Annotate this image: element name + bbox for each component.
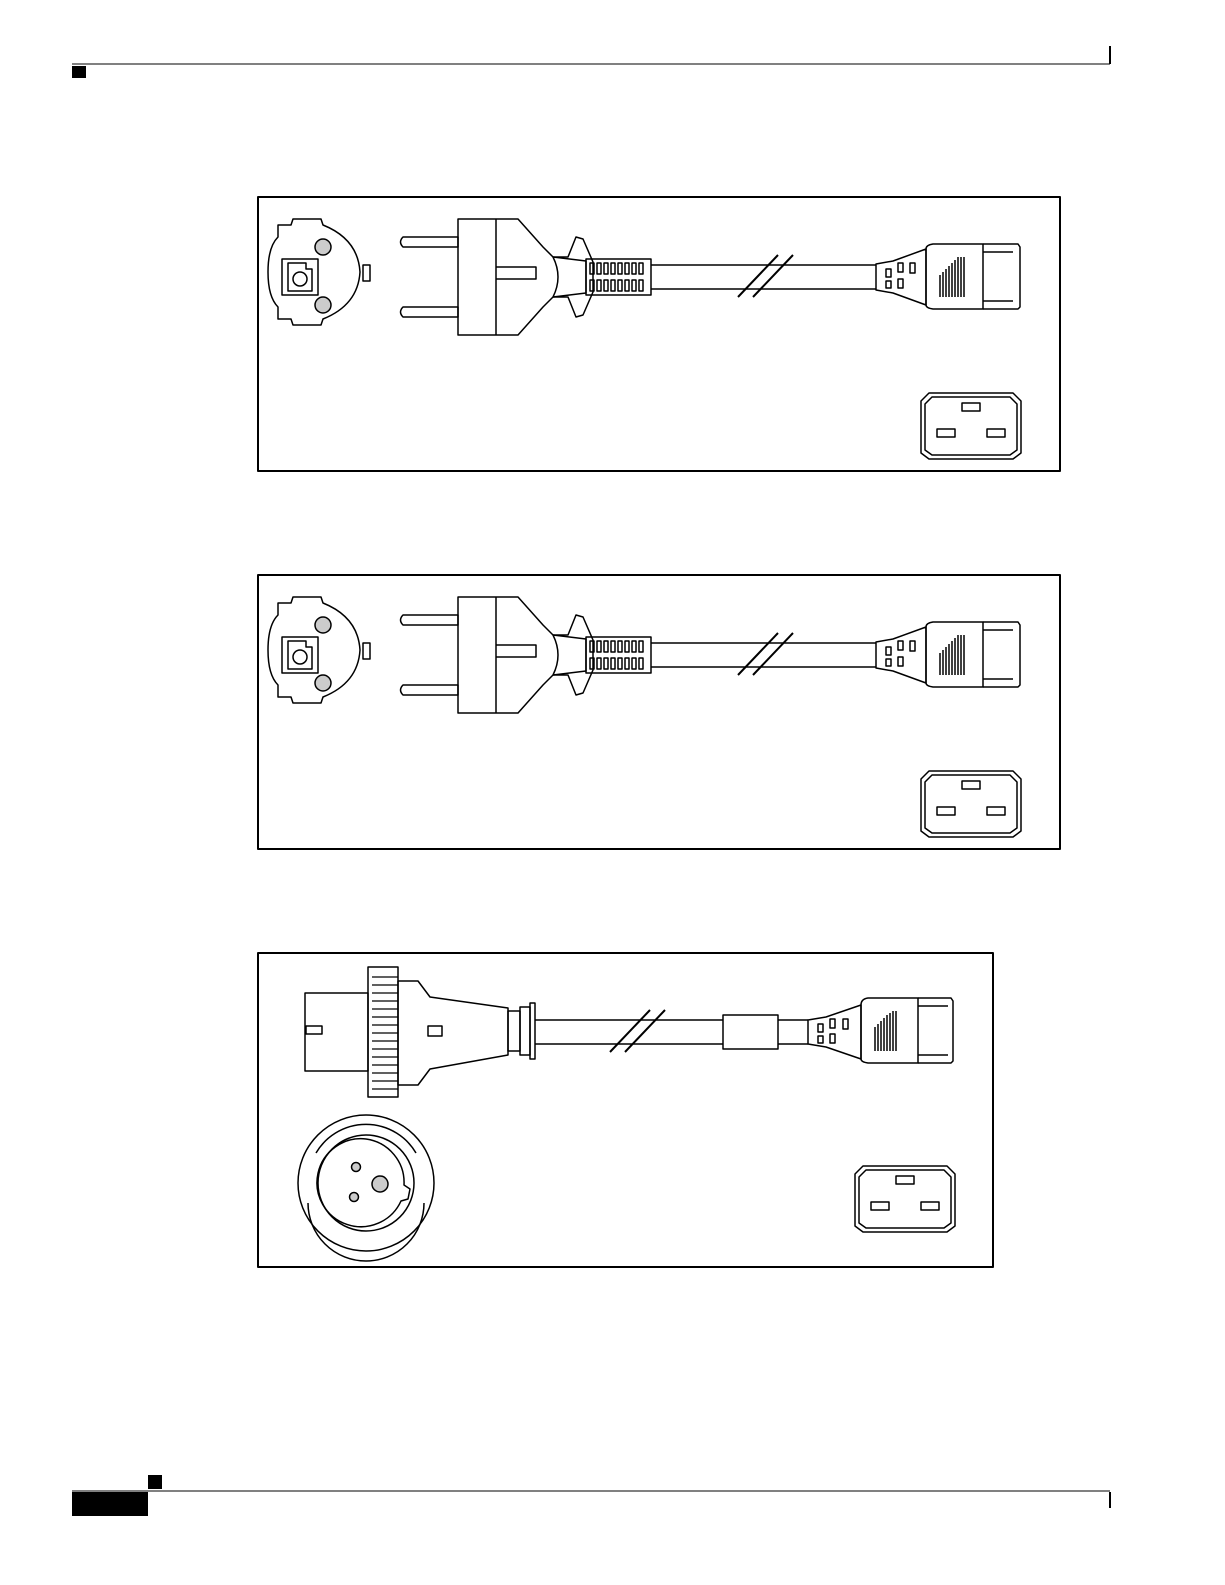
page-header-rule [72, 46, 1110, 78]
schuko-outlet-face-icon [268, 219, 370, 325]
figure-cord-3 [258, 953, 993, 1267]
figure-frame [258, 197, 1060, 471]
c19-outlet-face-icon [921, 393, 1021, 459]
figure-frame [258, 575, 1060, 849]
round-three-pin-face-icon [298, 1115, 434, 1261]
c19-outlet-face-icon [921, 771, 1021, 837]
figure-cord-1 [258, 197, 1060, 471]
round-locking-plug-cord-icon [298, 967, 955, 1261]
header-marker-icon [72, 66, 86, 78]
figure-cord-2 [258, 575, 1060, 849]
schuko-outlet-face-icon [268, 597, 370, 703]
c19-outlet-face-icon [855, 1166, 955, 1232]
schuko-power-cord-icon [401, 597, 1021, 713]
page-footer-rule [72, 1475, 1110, 1516]
page-number-tab [72, 1492, 148, 1516]
schuko-power-cord-icon [401, 219, 1021, 335]
footer-marker-icon [148, 1475, 162, 1489]
